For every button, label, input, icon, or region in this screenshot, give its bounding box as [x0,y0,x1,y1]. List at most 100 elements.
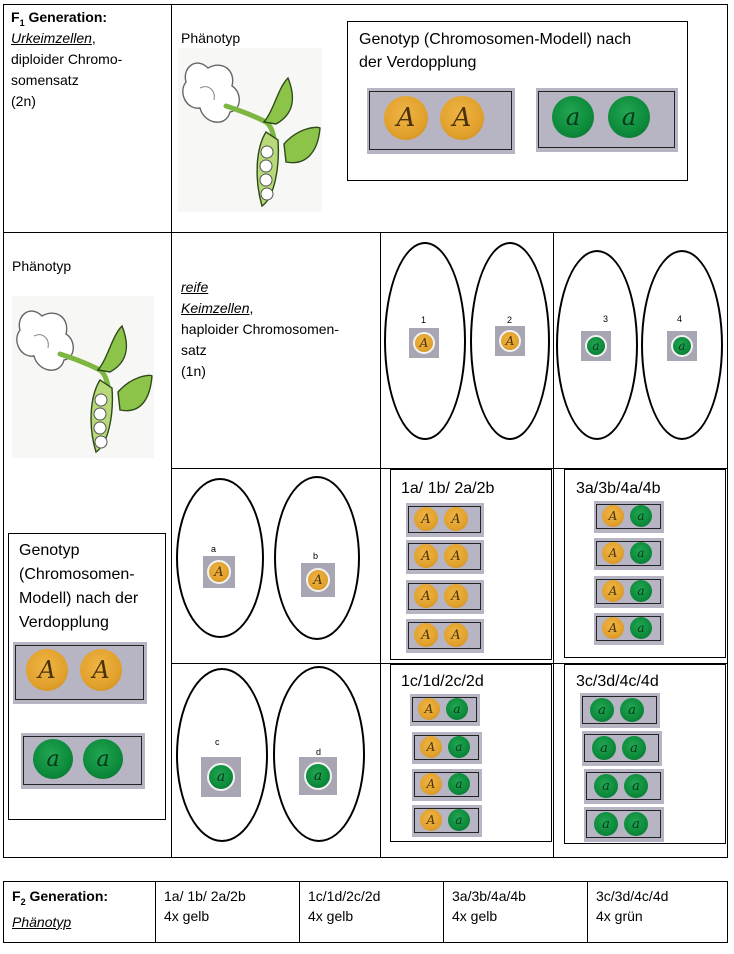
chromosome-token-recessive: a [671,335,693,357]
chromosome-token-dominant: A [444,623,468,647]
f1-phenotype-label: Phänotyp [181,30,241,46]
chromosome-token-recessive: a [620,698,644,722]
f2-cell-result: 4x grün [596,908,643,924]
chromosome-token-dominant: A [306,568,330,592]
gamete-chromosome-1: A [409,328,439,358]
chromosome-token-recessive: a [630,542,652,564]
combo-label: 3a/3b/4a/4b [576,480,661,497]
gamete-oval-4 [641,250,723,440]
gamete-oval-a [176,478,264,638]
gamete-oval-3 [556,250,638,440]
gamete-label-3: 3 [603,314,609,324]
gamete-label-c: c [215,737,220,747]
chromosome-token-dominant: A [414,544,438,568]
f2-cell-result: 4x gelb [308,908,354,924]
combo-strip: A A [406,619,484,653]
chromosome-token-recessive: a [630,617,652,639]
mature-haploid-line-2: satz [181,342,207,358]
f2-cell: 1c/1d/2c/2d 4x gelb [299,881,444,943]
chromosome-token-dominant: A [80,649,122,691]
gamete-chromosome-a: A [203,556,235,588]
parent-genotype-line-2: (Chromosomen- [19,566,135,583]
chromosome-token-recessive: a [630,505,652,527]
chromosome-token-dominant: A [444,507,468,531]
gamete-label-2: 2 [507,315,513,325]
combo-strip: A a [594,501,664,533]
chromosome-token-dominant: A [414,623,438,647]
f2-cell-label: 3a/3b/4a/4b [452,888,526,904]
combo-strip: A A [406,580,484,614]
chromosome-token-recessive: a [608,96,650,138]
chromosome-token-dominant: A [602,617,624,639]
gamete-oval-2 [470,242,550,440]
mature-haploid-line: haploider Chromosomen- [181,321,339,337]
gamete-chromosome-3: a [581,331,611,361]
f1-diploid-line1: diploider Chromo- [11,51,123,67]
gamete-label-a: a [211,544,217,554]
chromosome-token-recessive: a [83,739,123,779]
combo-label: 1c/1d/2c/2d [401,673,484,690]
combo-strip: A a [594,576,664,608]
combo-strip: A A [406,503,484,537]
chromosome-token-dominant: A [444,584,468,608]
combo-strip: A a [594,538,664,570]
combo-label: 3c/3d/4c/4d [576,673,659,690]
chromosome-token-dominant: A [602,580,624,602]
f1-urkeimzellen: Urkeimzellen, [11,30,96,46]
f2-cell-label: 3c/3d/4c/4d [596,888,669,904]
f1-genotype-text-1: Genotyp (Chromosomen-Modell) nach [359,31,632,48]
chromosome-token-recessive: a [592,736,616,760]
f2-cell: 3a/3b/4a/4b 4x gelb [443,881,588,943]
chromosome-token-recessive: a [33,739,73,779]
gamete-oval-1 [384,242,466,440]
gamete-label-d: d [316,747,322,757]
gamete-label-4: 4 [677,314,683,324]
chromosome-token-recessive: a [630,580,652,602]
gamete-oval-d [273,666,365,842]
combo-strip: A a [412,732,482,764]
chromosome-token-dominant: A [420,736,442,758]
chromosome-token-dominant: A [440,96,484,140]
chromosome-token-recessive: a [304,762,332,790]
f1-diploid-line2: somensatz [11,72,79,88]
gamete-chromosome-c: a [201,757,241,797]
mature-keimzellen: Keimzellen, [181,300,254,316]
chromosome-token-recessive: a [446,698,468,720]
chromosome-token-recessive: a [448,773,470,795]
f2-heading: F2 Generation: [12,888,109,907]
parent-chromosome-green: a a [21,733,145,789]
chromosome-token-dominant: A [499,330,521,352]
f1-heading: F1 Generation: [11,9,108,28]
chromosome-token-dominant: A [418,698,440,720]
chromosome-token-dominant: A [384,96,428,140]
f1-chromosome-yellow: A A [367,88,515,154]
chromosome-token-recessive: a [448,809,470,831]
f2-cell-label: 1a/ 1b/ 2a/2b [164,888,246,904]
combo-strip: A A [406,540,484,574]
chromosome-token-dominant: A [414,507,438,531]
chromosome-token-dominant: A [207,560,231,584]
chromosome-token-dominant: A [420,809,442,831]
parent-genotype-line-3: Modell) nach der [19,590,139,607]
gamete-label-1: 1 [421,315,427,325]
chromosome-token-recessive: a [624,812,648,836]
f2-phenotype-label: Phänotyp [12,913,72,930]
chromosome-token-dominant: A [413,332,435,354]
gamete-chromosome-2: A [495,326,525,356]
gamete-chromosome-b: A [301,563,335,597]
parent-genotype-line-1: Genotyp [19,542,80,559]
f2-cell: 3c/3d/4c/4d 4x grün [587,881,728,943]
f1-pea-plant-illustration [178,48,322,212]
mature-ploidy: (1n) [181,363,206,379]
chromosome-token-recessive: a [622,736,646,760]
f1-ploidy: (2n) [11,93,36,109]
combo-label: 1a/ 1b/ 2a/2b [401,480,495,497]
combo-strip: A a [412,805,482,837]
chromosome-token-recessive: a [624,774,648,798]
chromosome-token-dominant: A [26,649,68,691]
chromosome-token-recessive: a [594,812,618,836]
f1-chromosome-green: a a [536,88,678,152]
parent-chromosome-yellow: A A [13,642,147,704]
chromosome-token-dominant: A [414,584,438,608]
combo-strip: a a [582,731,662,766]
